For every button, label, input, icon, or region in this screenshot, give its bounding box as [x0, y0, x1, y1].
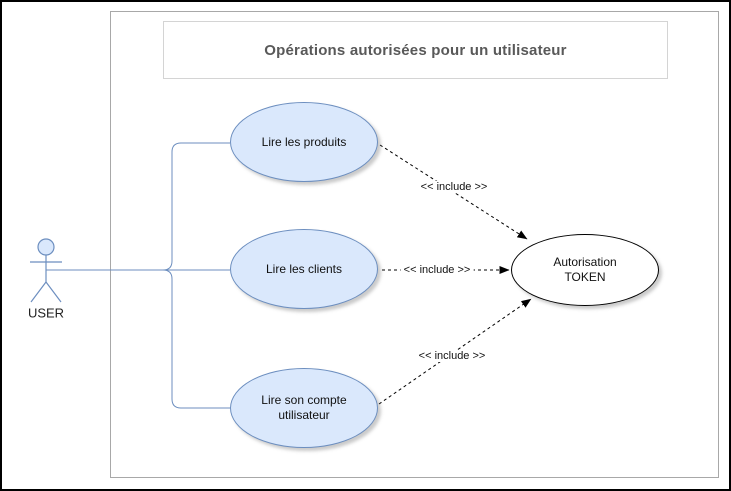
actor-right-leg [45, 281, 62, 303]
actor-left-leg [30, 281, 47, 303]
connector-user-produits [46, 142, 230, 271]
actor-head [37, 238, 55, 256]
user-actor-icon [30, 238, 62, 303]
use-case-label: Lire son compte utilisateur [261, 393, 347, 422]
diagram-title-box: Opérations autorisées pour un utilisateu… [163, 21, 668, 79]
include-label-compte: << include >> [415, 350, 489, 362]
connector-user-compte [46, 269, 230, 409]
use-case-lire-compte: Lire son compte utilisateur [230, 368, 378, 448]
include-arrow-produits-token [379, 144, 528, 240]
use-case-autorisation-token: Autorisation TOKEN [511, 234, 659, 306]
include-label-clients: << include >> [400, 264, 474, 276]
use-case-label: Lire les produits [261, 134, 347, 149]
diagram-title: Opérations autorisées pour un utilisateu… [264, 41, 567, 59]
use-case-label: Autorisation TOKEN [553, 255, 617, 284]
system-boundary [110, 11, 719, 478]
use-case-lire-clients: Lire les clients [230, 229, 378, 309]
actor-label: USER [27, 305, 65, 321]
use-case-label: Lire les clients [265, 261, 343, 276]
use-case-lire-produits: Lire les produits [230, 102, 378, 182]
include-label-produits: << include >> [417, 181, 491, 193]
